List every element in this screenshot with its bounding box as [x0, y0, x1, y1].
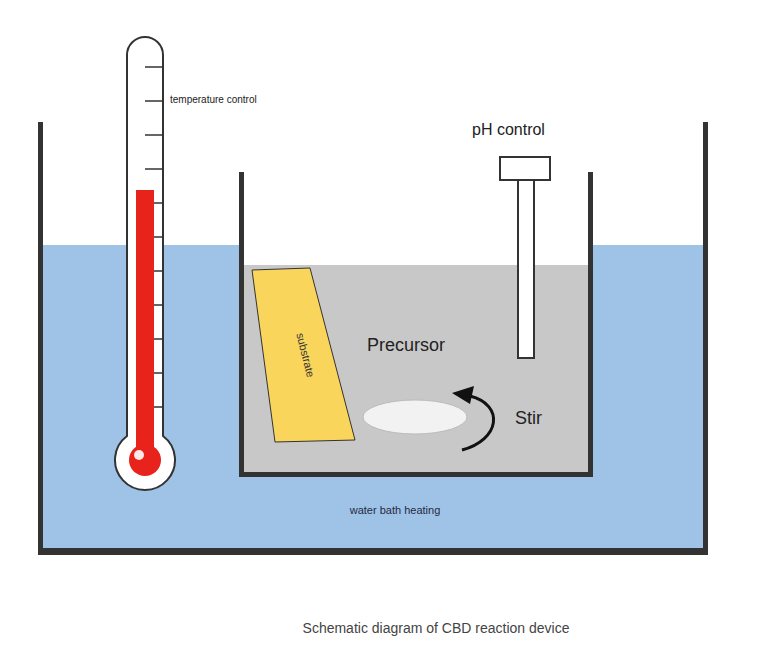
precursor-label: Precursor: [367, 335, 445, 356]
beaker-wall: [239, 172, 244, 477]
bath-floor: [38, 548, 708, 555]
temperature-label: temperature control: [170, 94, 257, 105]
bath-label: water bath heating: [350, 504, 441, 516]
beaker-air: [244, 172, 588, 265]
stir-label: Stir: [515, 408, 542, 429]
ph-label: pH control: [472, 121, 545, 139]
ph-probe-stem: [518, 180, 534, 358]
caption: Schematic diagram of CBD reaction device: [303, 620, 570, 636]
ph-probe-head: [500, 157, 550, 180]
precursor-solution: [244, 265, 588, 472]
bath-wall: [38, 122, 43, 555]
beaker-floor: [239, 472, 593, 477]
mercury-bulb: [129, 444, 161, 476]
bath-wall: [703, 122, 708, 555]
thermometer: [115, 37, 175, 490]
bulb-highlight: [134, 450, 144, 460]
beaker-wall: [588, 172, 593, 477]
stir-arrow: [462, 396, 494, 450]
stir-bar: [363, 400, 467, 434]
substrate-plate: substrate: [250, 266, 358, 444]
stir-arrowhead: [452, 386, 474, 404]
mercury-column: [136, 190, 154, 450]
